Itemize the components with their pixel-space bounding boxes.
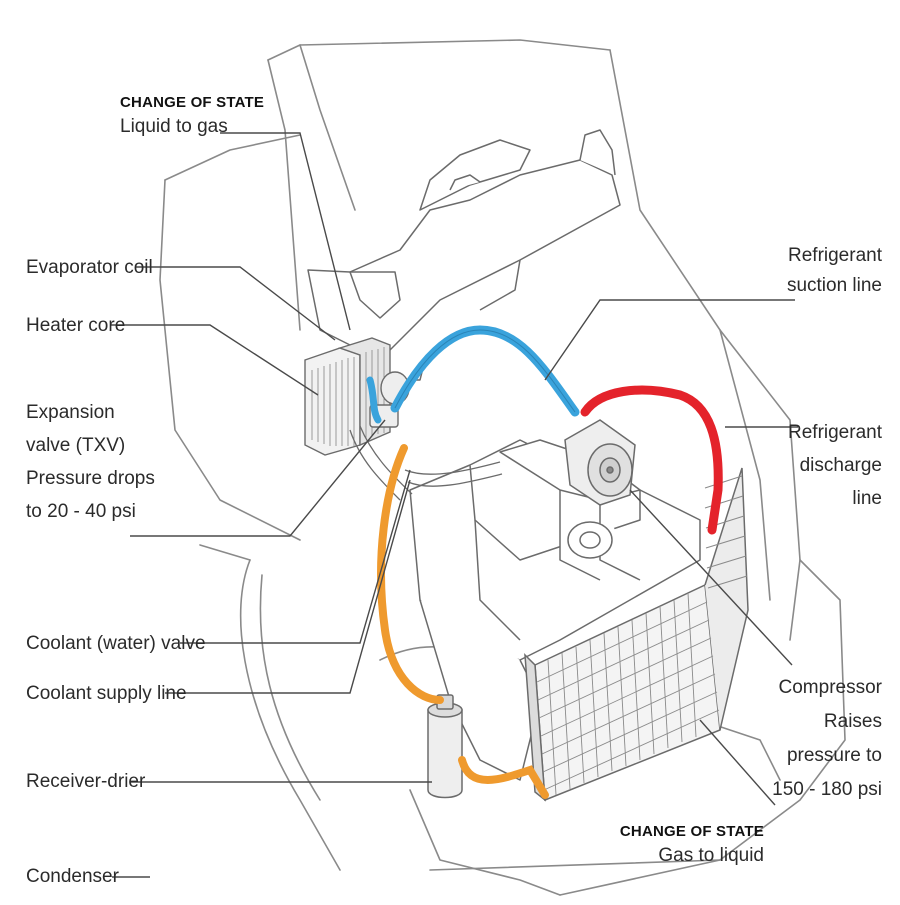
change-of-state-bottom-title: CHANGE OF STATE: [619, 823, 764, 840]
expansion-valve-line-4: to 20 - 40 psi: [26, 501, 136, 522]
liquid-line-path: [377, 444, 444, 704]
receiver-drier-label: Receiver-drier: [26, 771, 146, 792]
receiver-drier-canister: [427, 694, 463, 799]
change-of-state-bottom-text: Gas to liquid: [658, 845, 764, 866]
leader-coolant-valve: [180, 469, 411, 644]
change-of-state-top-title: CHANGE OF STATE: [120, 94, 265, 111]
liquid-line-lower-path: [458, 756, 549, 799]
compressor-line-1: Compressor: [778, 677, 882, 698]
condenser-grid: [536, 592, 720, 796]
compressor-line-4: 150 - 180 psi: [772, 779, 882, 800]
heater-core-label: Heater core: [26, 315, 126, 336]
suction-line-label: Refrigerant suction line: [787, 241, 882, 301]
compressor-line-3: pressure to: [786, 745, 882, 766]
compressor-line-2: Raises: [823, 711, 882, 732]
discharge-line-line-1: Refrigerant: [788, 422, 882, 443]
compressor-label: Compressor Raises pressure to 150 - 180 …: [772, 671, 882, 807]
change-of-state-top-text: Liquid to gas: [120, 116, 228, 137]
condenser-core: [524, 467, 749, 802]
compressor-unit: [564, 419, 636, 506]
expansion-valve-line-2: valve (TXV): [26, 435, 126, 456]
leader-suction-line: [544, 299, 795, 381]
leader-coolant-supply: [165, 479, 411, 694]
coolant-supply-line-label: Coolant supply line: [26, 683, 187, 704]
expansion-valve-line-1: Expansion: [26, 402, 115, 423]
leader-compressor: [629, 489, 793, 666]
change-of-state-top-label: CHANGE OF STATE Liquid to gas: [120, 93, 264, 140]
expansion-valve-label: Expansion valve (TXV) Pressure drops to …: [26, 396, 155, 528]
condenser-label: Condenser: [26, 866, 119, 887]
suction-line-path: [390, 325, 580, 417]
discharge-line-path: [580, 385, 723, 535]
suction-line-line-1: Refrigerant: [788, 245, 882, 266]
leader-heater-core: [110, 324, 319, 396]
evaporator-feed-path: [366, 376, 382, 424]
change-of-state-bottom-label: CHANGE OF STATE Gas to liquid: [620, 822, 764, 869]
discharge-line-line-3: line: [852, 488, 882, 509]
dashboard-duct: [307, 129, 621, 381]
refrigerant-lines: [366, 325, 723, 799]
coolant-valve-label: Coolant (water) valve: [26, 633, 206, 654]
evaporator-coil-label: Evaporator coil: [26, 257, 153, 278]
suction-line-line-2: suction line: [786, 275, 882, 296]
leader-evaporator-coil: [135, 266, 336, 341]
leader-expansion-valve: [130, 419, 386, 537]
leader-change-state-top: [220, 132, 351, 331]
leader-lines: [110, 132, 798, 878]
expansion-valve-line-3: Pressure drops: [26, 468, 155, 489]
discharge-line-line-2: discharge: [799, 455, 882, 476]
discharge-line-label: Refrigerant discharge line: [788, 416, 882, 515]
leader-condenser-right: [699, 719, 776, 806]
coolant-hoses: [349, 425, 503, 501]
